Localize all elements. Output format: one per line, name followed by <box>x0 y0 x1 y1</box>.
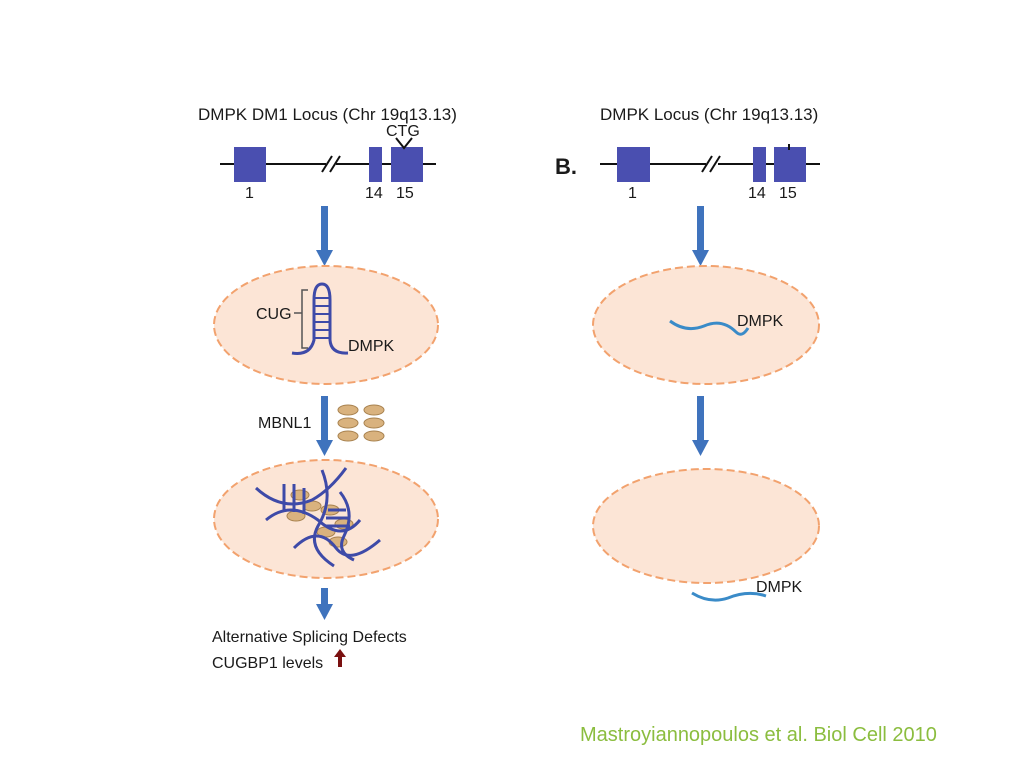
panel-b-arrow-export <box>692 396 709 456</box>
panel-a-exon-label-1: 1 <box>245 185 254 202</box>
panel-b-exon-15 <box>774 147 806 182</box>
panel-b-exported-transcript-label: DMPK <box>756 579 803 596</box>
panel-a: DMPK DM1 Locus (Chr 19q13.13) CTG 1 14 1… <box>198 105 457 672</box>
panel-a-nucleus-bottom <box>213 459 439 579</box>
panel-a-break-mark-1 <box>321 155 333 173</box>
dmpk-normal-rna <box>669 319 750 336</box>
panel-b-nucleus-2 <box>592 468 820 584</box>
panel-a-arrow-sequestration <box>316 396 333 456</box>
ribonuclear-foci-rna <box>254 467 381 568</box>
panel-a-ctg-insertion-mark <box>395 137 413 150</box>
panel-a-exon-1 <box>234 147 266 182</box>
panel-b-arrow-transcription <box>692 206 709 266</box>
panel-a-transcript-label: DMPK <box>348 338 395 355</box>
panel-b-title: DMPK Locus (Chr 19q13.13) <box>600 105 818 124</box>
panel-b-exon-label-14: 14 <box>748 185 766 202</box>
panel-a-protein-label: MBNL1 <box>258 415 311 432</box>
panel-a-exon-14 <box>369 147 382 182</box>
panel-a-nucleus-1 <box>213 265 439 385</box>
panel-b: DMPK Locus (Chr 19q13.13) B. 1 14 15 DMP… <box>555 105 820 602</box>
dmpk-cytoplasmic-rna <box>691 591 767 602</box>
mbnl1-proteins <box>337 404 385 442</box>
panel-b-exon-label-15: 15 <box>779 185 797 202</box>
panel-b-break-mark-1 <box>701 155 713 173</box>
panel-a-exon-label-14: 14 <box>365 185 383 202</box>
panel-a-arrow-outcome <box>316 588 333 620</box>
panel-a-title: DMPK DM1 Locus (Chr 19q13.13) <box>198 105 457 124</box>
hairpin-stem-rungs <box>314 297 330 339</box>
panel-b-exon-14 <box>753 147 766 182</box>
panel-a-gene-locus: CTG 1 14 15 <box>220 123 436 202</box>
panel-b-transcript-label: DMPK <box>737 313 784 330</box>
panel-a-outcome-line1: Alternative Splicing Defects <box>212 629 407 646</box>
panel-a-exon-label-15: 15 <box>396 185 414 202</box>
panel-a-arrow-transcription <box>316 206 333 266</box>
panel-b-nucleus-top: DMPK <box>592 265 820 385</box>
panel-a-cug-label: CUG <box>256 306 292 323</box>
up-arrow-icon <box>334 649 346 667</box>
panel-a-repeat-label: CTG <box>386 123 420 140</box>
panel-a-exon-15 <box>391 147 423 182</box>
panel-b-nucleus-bottom <box>592 468 820 584</box>
panel-a-outcome-line2: CUGBP1 levels <box>212 655 323 672</box>
panel-b-exon-label-1: 1 <box>628 185 637 202</box>
panel-a-break-mark-2 <box>329 155 341 173</box>
panel-b-exon-1 <box>617 147 650 182</box>
cug-bracket <box>294 289 308 349</box>
citation: Mastroyiannopoulos et al. Biol Cell 2010 <box>580 724 937 746</box>
panel-b-letter: B. <box>555 154 577 179</box>
panel-a-nucleus-top: CUG DMPK <box>213 265 439 385</box>
panel-b-break-mark-2 <box>709 155 721 173</box>
dmpk-hairpin-rna <box>291 282 349 355</box>
panel-b-gene-locus: 1 14 15 <box>600 144 820 202</box>
